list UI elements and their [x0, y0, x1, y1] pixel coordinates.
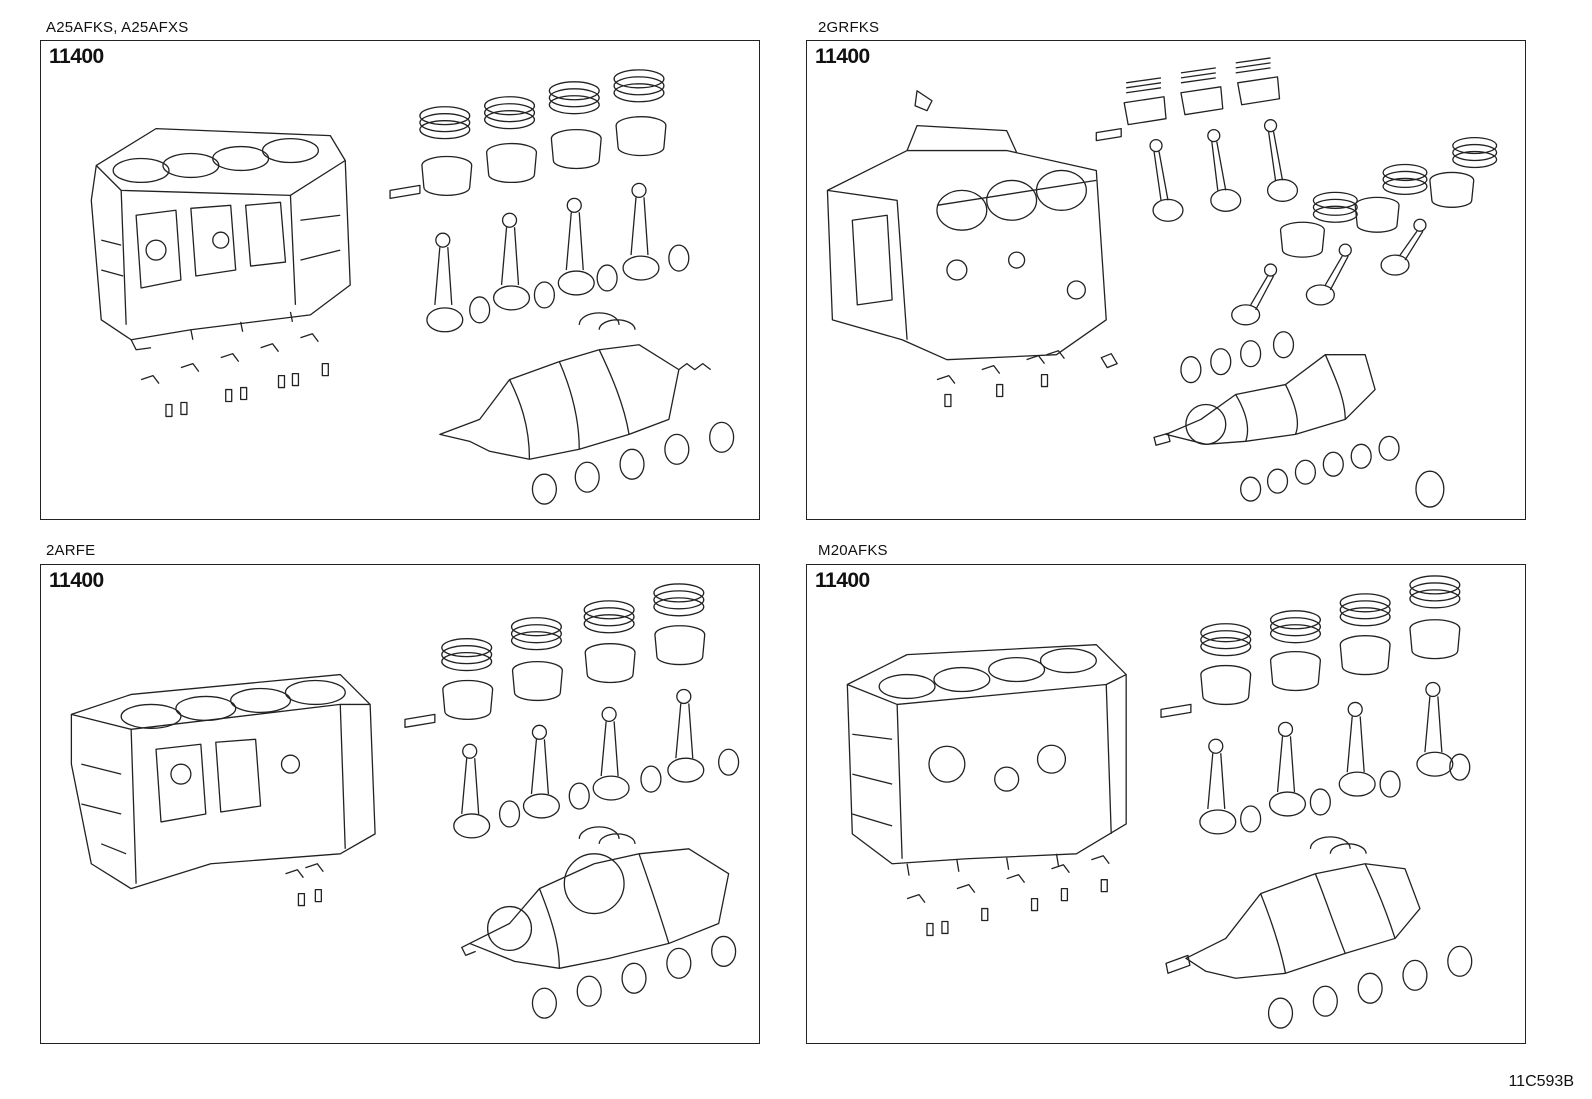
parts-panel-m20afks: 11400	[806, 564, 1526, 1044]
engine-block-illustration	[41, 41, 759, 519]
cylinder-block-drawing	[847, 645, 1126, 876]
bolts-and-oil-jets-drawing	[285, 864, 323, 906]
engine-label-2grfks: 2GRFKS	[818, 19, 880, 36]
part-number: 11400	[49, 45, 104, 68]
engine-label-2arfe: 2ARFE	[46, 542, 96, 559]
bearing-shells-drawing	[500, 749, 739, 1018]
bearing-shells-drawing	[1181, 332, 1444, 507]
connecting-rods-drawing	[1200, 683, 1453, 834]
parts-panel-a25afks: 11400	[40, 40, 760, 520]
pistons-drawing	[1096, 77, 1473, 257]
bearing-shells-drawing	[1241, 754, 1472, 1028]
piston-rings-drawing	[442, 584, 704, 671]
piston-rings-drawing	[420, 70, 664, 139]
pistons-drawing	[405, 626, 705, 728]
connecting-rods-drawing	[454, 689, 704, 837]
part-number: 11400	[815, 569, 870, 592]
crankshaft-drawing	[440, 313, 711, 459]
bolts-and-oil-jets-drawing	[937, 351, 1117, 407]
connecting-rods-drawing	[427, 183, 659, 331]
bolts-and-oil-jets-drawing	[907, 856, 1109, 936]
engine-block-illustration	[807, 41, 1525, 519]
cylinder-block-drawing	[91, 129, 350, 350]
parts-panel-2grfks: 11400	[806, 40, 1526, 520]
crankshaft-drawing	[1154, 355, 1375, 446]
crankshaft-drawing	[1166, 837, 1420, 978]
part-number: 11400	[49, 569, 104, 592]
engine-label-a25afks: A25AFKS, A25AFXS	[46, 19, 189, 36]
cylinder-block-drawing	[827, 91, 1106, 360]
cylinder-block-drawing	[71, 675, 375, 889]
part-number: 11400	[815, 45, 870, 68]
figure-reference-code: 11C593B	[1508, 1073, 1574, 1090]
bearing-shells-drawing	[470, 245, 734, 504]
pistons-drawing	[1161, 620, 1460, 718]
piston-rings-drawing	[1201, 576, 1460, 656]
pistons-drawing	[390, 117, 666, 199]
bolts-and-oil-jets-drawing	[141, 334, 328, 417]
engine-block-illustration	[41, 565, 759, 1043]
parts-panel-2arfe: 11400	[40, 564, 760, 1044]
engine-block-illustration	[807, 565, 1525, 1043]
piston-rings-drawing	[1126, 58, 1496, 222]
engine-label-m20afks: M20AFKS	[818, 542, 888, 559]
connecting-rods-drawing	[1150, 120, 1426, 325]
crankshaft-drawing	[462, 827, 729, 968]
